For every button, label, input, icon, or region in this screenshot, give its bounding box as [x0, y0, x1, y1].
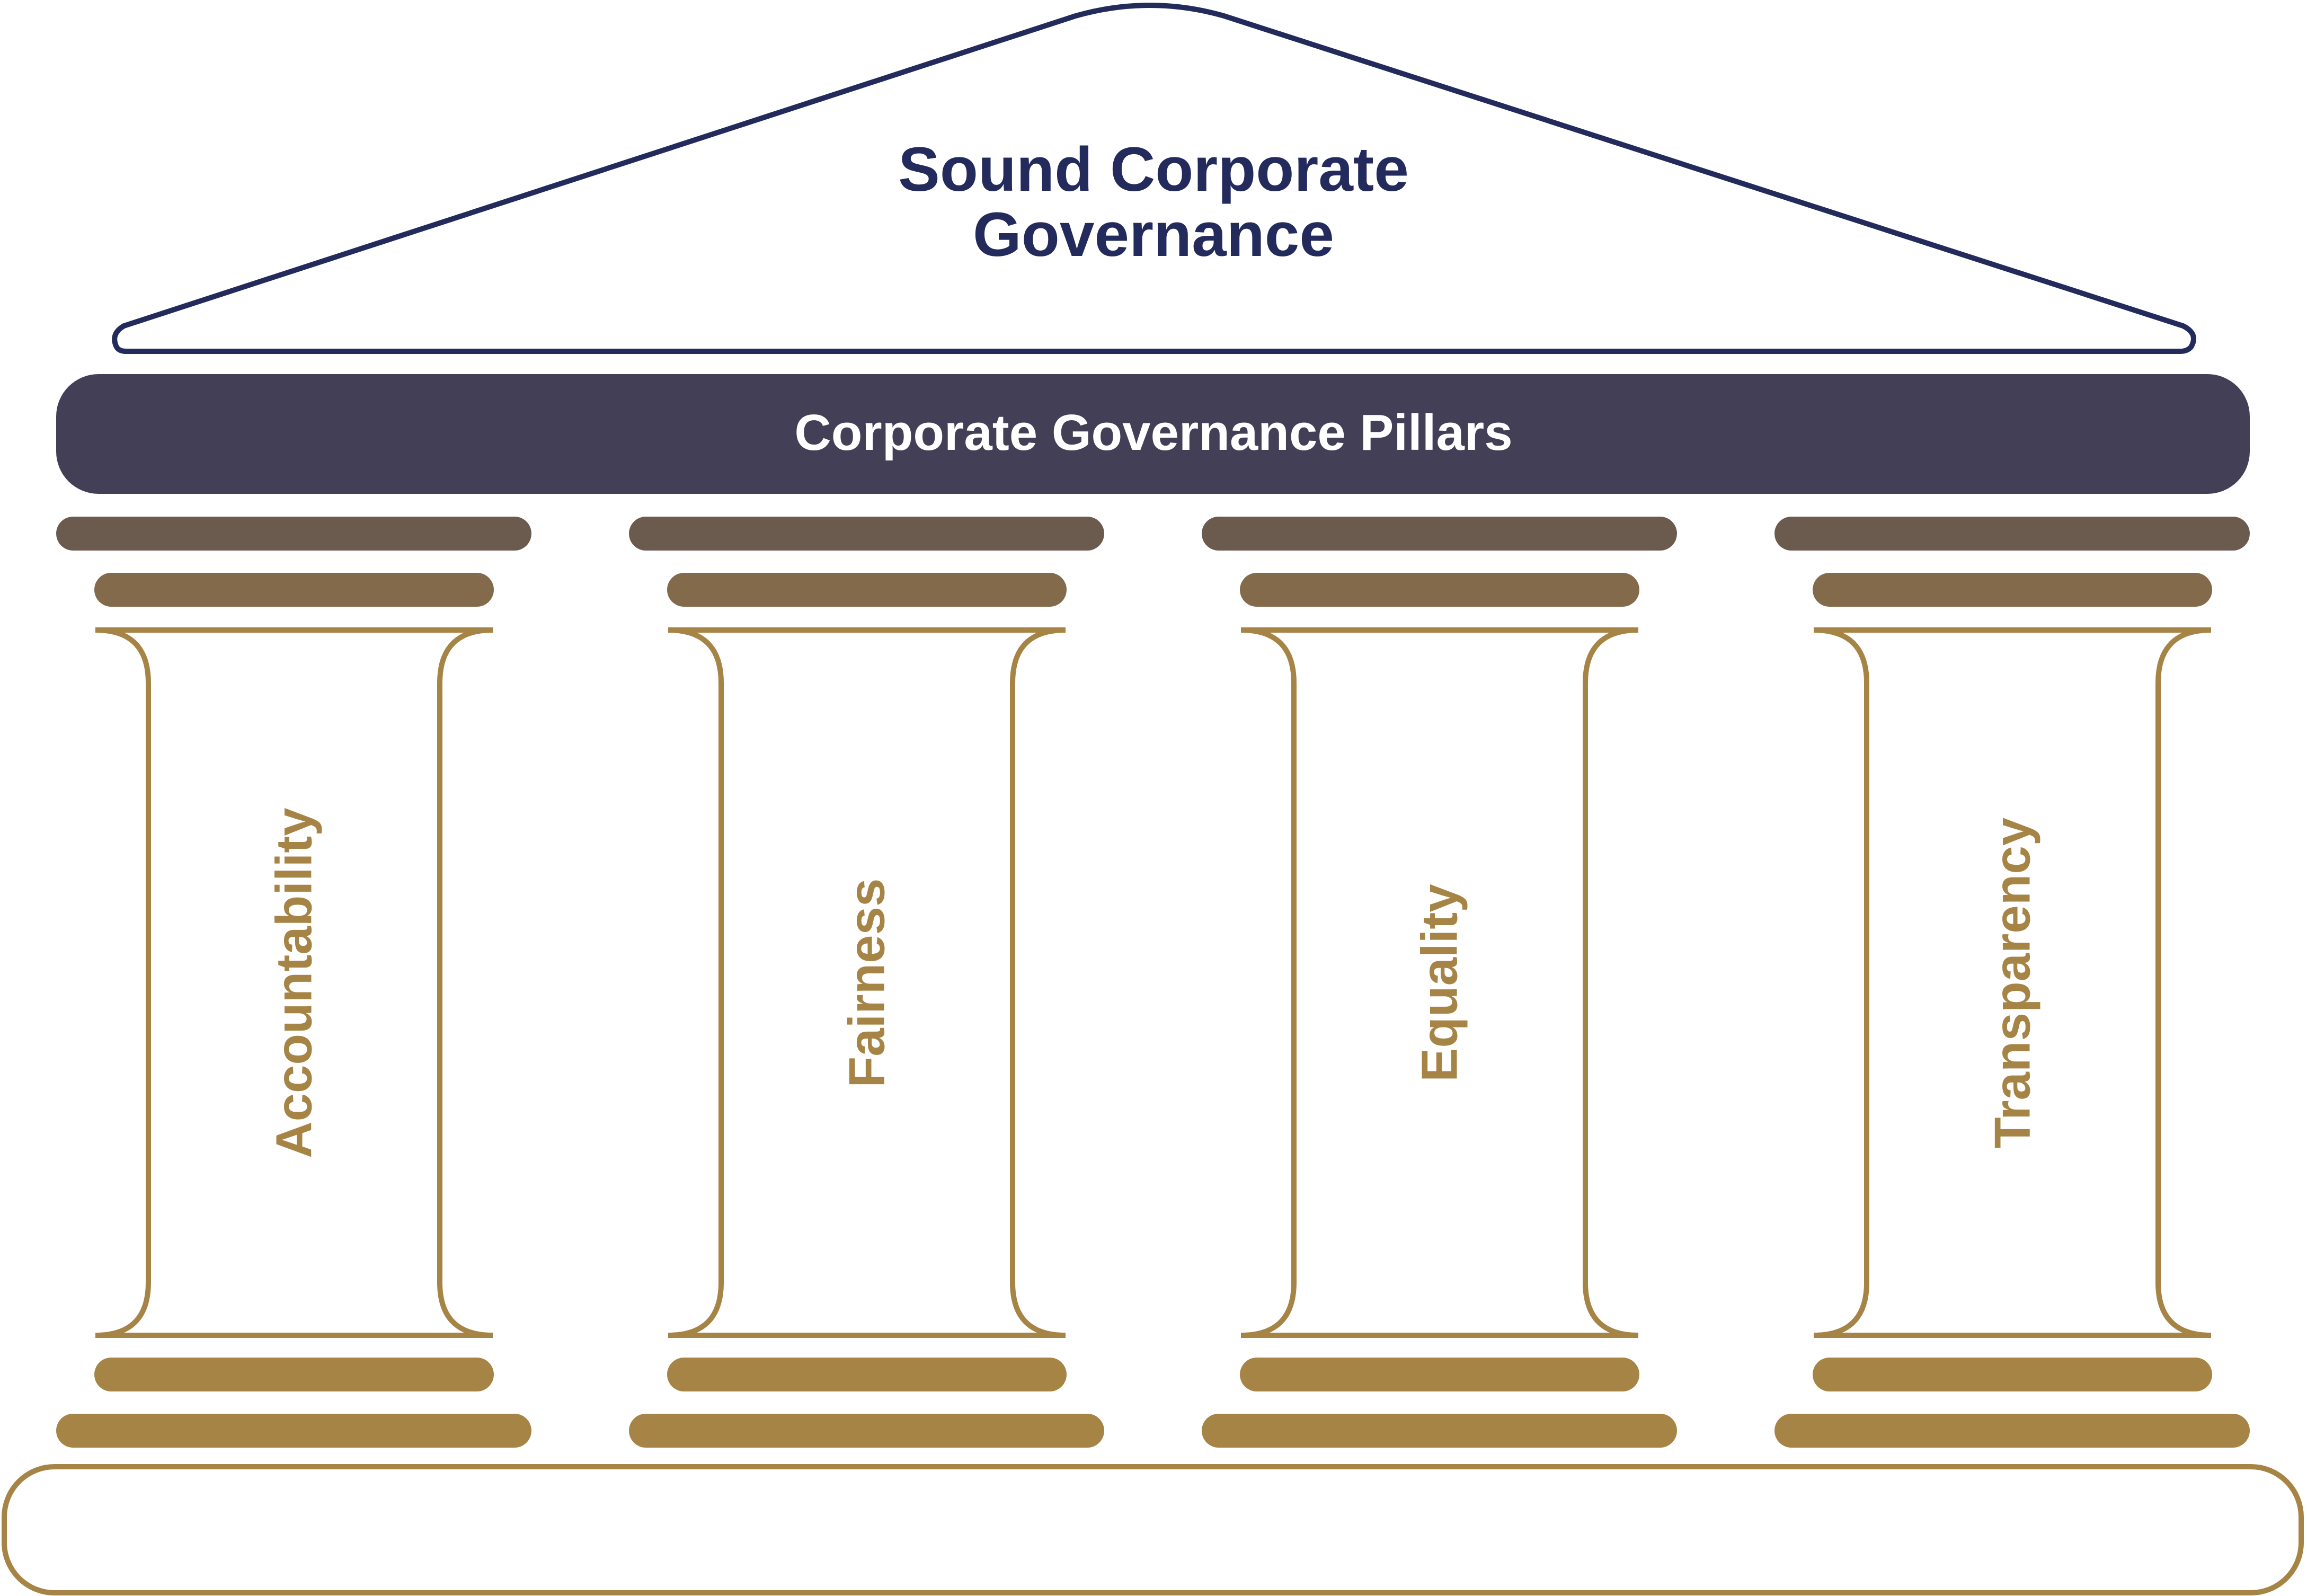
pillar-label: Fairness: [839, 879, 895, 1088]
roof-pediment: [112, 3, 2196, 354]
pillar-transparency: Transparency: [1774, 517, 2250, 1448]
pillars-beam: [56, 374, 2250, 494]
pillar-base-bottom: [1202, 1414, 1677, 1448]
pillar-capital-bottom: [667, 573, 1067, 607]
pillar-label: Equality: [1412, 884, 1468, 1081]
pillar-capital-top: [56, 517, 531, 551]
pillar-base-top: [94, 1358, 494, 1391]
pillar-capital-top: [629, 517, 1104, 551]
pillar-base-bottom: [1774, 1414, 2250, 1448]
pillar-equality: Equality: [1202, 517, 1677, 1448]
pillar-capital-bottom: [94, 573, 494, 607]
roof-title-line1: Sound Corporate: [898, 135, 1409, 205]
pillar-base-top: [1813, 1358, 2212, 1391]
beam-title: Corporate Governance Pillars: [794, 404, 1512, 461]
pillar-label: Accountability: [266, 808, 323, 1158]
pillar-fairness: Fairness: [629, 517, 1104, 1448]
pillar-label: Transparency: [1984, 818, 2041, 1148]
pillar-shaft: [1813, 627, 2212, 1338]
roof-title-line2: Governance: [973, 200, 1334, 270]
pillar-capital-bottom: [1240, 573, 1639, 607]
pillar-base-bottom: [56, 1414, 531, 1448]
temple-foundation: [2, 1464, 2304, 1595]
pillar-base-top: [1240, 1358, 1639, 1391]
pillar-accountability: Accountability: [56, 517, 531, 1448]
pillar-capital-top: [1202, 517, 1677, 551]
pillar-shaft: [95, 627, 493, 1338]
pillar-base-top: [667, 1358, 1067, 1391]
pillar-base-bottom: [629, 1414, 1104, 1448]
pillar-capital-top: [1774, 517, 2250, 551]
pillar-shaft: [1240, 627, 1639, 1338]
pillar-shaft: [668, 627, 1066, 1338]
pillar-capital-bottom: [1813, 573, 2212, 607]
